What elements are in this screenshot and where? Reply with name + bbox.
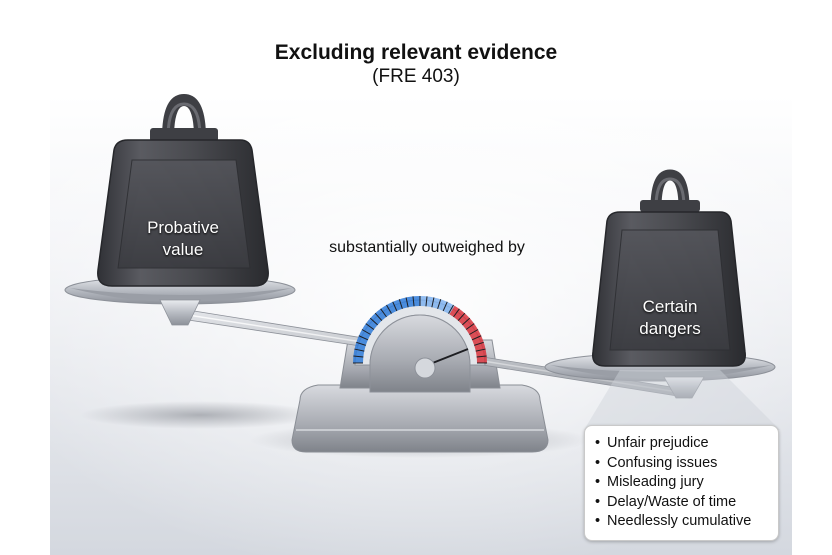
gauge-tick: [465, 323, 475, 330]
gauge-tick: [457, 312, 466, 321]
danger-item: • Confusing issues: [595, 454, 778, 474]
right-weight-label-line1: Certain: [642, 297, 698, 316]
gauge-tick: [369, 317, 378, 326]
left-weight-label: Probative value: [113, 217, 253, 261]
gauge-tick: [354, 348, 365, 352]
danger-label: Needlessly cumulative: [607, 513, 752, 529]
right-weight-label-line2: dangers: [639, 319, 701, 338]
callout-beam: [584, 370, 780, 430]
gauge-tick: [392, 301, 398, 312]
gauge-tick: [356, 341, 366, 346]
bullet: •: [595, 454, 601, 471]
gauge-tick: [431, 297, 435, 308]
gauge-tick: [380, 308, 387, 318]
bullet: •: [595, 435, 601, 451]
gauge-tick: [365, 323, 375, 330]
gauge-tick: [358, 335, 369, 341]
gauge-tick: [386, 304, 392, 314]
right-weight: [592, 169, 746, 367]
danger-item: • Delay/Waste of time: [595, 493, 778, 513]
gauge-tick: [471, 335, 482, 341]
gauge-tick: [453, 308, 460, 318]
gauge-tick: [353, 355, 364, 358]
gauge-tick: [448, 304, 454, 314]
gauge-tick: [405, 297, 409, 308]
danger-label: Confusing issues: [607, 454, 718, 471]
gauge-tick: [398, 299, 403, 309]
gauge-tick: [474, 341, 484, 346]
gauge-tick: [361, 329, 371, 335]
left-weight-label-line2: value: [162, 240, 204, 259]
danger-item: • Unfair prejudice: [595, 434, 778, 454]
bullet: •: [595, 493, 601, 510]
diagram-title: Excluding relevant evidence: [274, 41, 558, 64]
gauge-tick: [442, 301, 448, 312]
gauge-tick: [476, 355, 487, 358]
dangers-callout: • Unfair prejudice • Confusing issues • Mis…: [584, 425, 779, 541]
dangers-list: • Unfair prejudice • Confusing issues • Mis…: [585, 426, 778, 532]
gauge: [353, 296, 487, 393]
danger-item: • Misleading jury: [595, 473, 778, 493]
gauge-tick: [462, 317, 471, 326]
gauge-tick: [437, 299, 442, 309]
danger-item: • Needlessly cumulative: [595, 512, 778, 532]
gauge-tick: [425, 296, 428, 307]
relation-text: substantially outweighed by: [329, 239, 525, 256]
bullet: •: [595, 474, 601, 490]
gauge-tick: [374, 312, 383, 321]
gauge-tick: [412, 296, 415, 307]
bullet: •: [595, 513, 601, 529]
danger-label: Delay/Waste of time: [607, 493, 737, 510]
left-weight: [97, 93, 269, 287]
left-weight-label-line1: Probative: [147, 218, 219, 237]
diagram-subtitle: (FRE 403): [372, 66, 460, 87]
right-weight-label: Certain dangers: [600, 296, 740, 340]
gauge-tick: [475, 348, 486, 352]
danger-label: Misleading jury: [607, 474, 704, 490]
gauge-tick: [469, 329, 479, 335]
danger-label: Unfair prejudice: [607, 435, 709, 451]
